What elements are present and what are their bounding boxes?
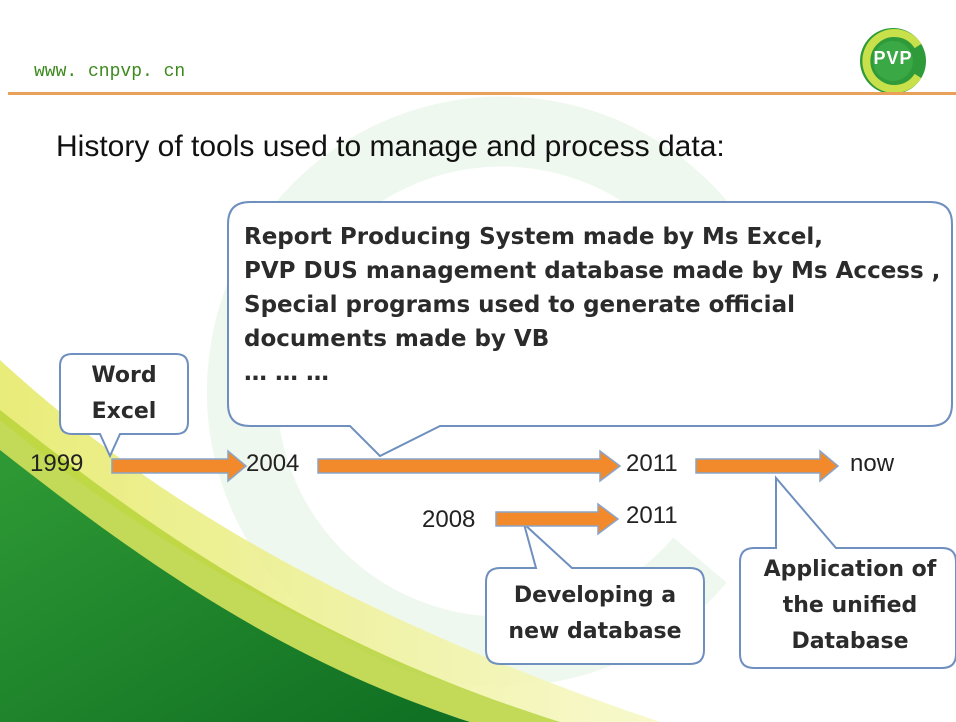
callout-line: Developing a: [513, 583, 677, 608]
tools-1999-callout: Word Excel: [64, 358, 184, 430]
logo-text: PVP: [873, 48, 913, 68]
callout-line: Report Producing System made by Ms Excel…: [244, 224, 823, 250]
callout-line: PVP DUS management database made by Ms A…: [244, 258, 941, 284]
arrow-2008-2011: [495, 502, 620, 536]
tools-2004-callout-shape: [227, 201, 953, 458]
callout-line: new database: [508, 619, 682, 644]
year-2011-top: 2011: [626, 450, 678, 477]
arrow-1999-2004: [111, 449, 248, 483]
callout-line: the unified: [782, 593, 918, 618]
callout-line: documents made by VB: [244, 326, 550, 352]
developing-callout-shape: [485, 520, 705, 665]
callout-line: Excel: [91, 399, 157, 424]
year-2008: 2008: [422, 506, 476, 533]
year-2004: 2004: [246, 450, 300, 477]
slide-title: History of tools used to manage and proc…: [56, 130, 725, 163]
website-url: www. cnpvp. cn: [34, 62, 186, 82]
year-1999: 1999: [30, 450, 84, 477]
callout-line: … … …: [244, 360, 330, 386]
pvp-logo: PVP: [858, 26, 928, 96]
green-swoosh: [0, 450, 470, 722]
callout-line: Application of: [763, 557, 937, 582]
application-callout-shape: [739, 475, 956, 669]
application-callout: Application of the unified Database: [744, 552, 956, 660]
callout-line: Word: [91, 363, 157, 388]
tools-2004-callout: Report Producing System made by Ms Excel…: [244, 220, 956, 390]
callout-line: Special programs used to generate offici…: [244, 292, 795, 318]
header-divider: [8, 92, 956, 95]
developing-callout: Developing a new database: [488, 578, 702, 650]
arrow-2011-now: [695, 449, 840, 483]
label-now: now: [850, 450, 895, 477]
callout-line: Database: [791, 629, 909, 654]
tools-1999-callout-shape: [59, 353, 189, 459]
arrow-2004-2011: [317, 449, 622, 483]
year-2011-bottom: 2011: [626, 502, 678, 529]
